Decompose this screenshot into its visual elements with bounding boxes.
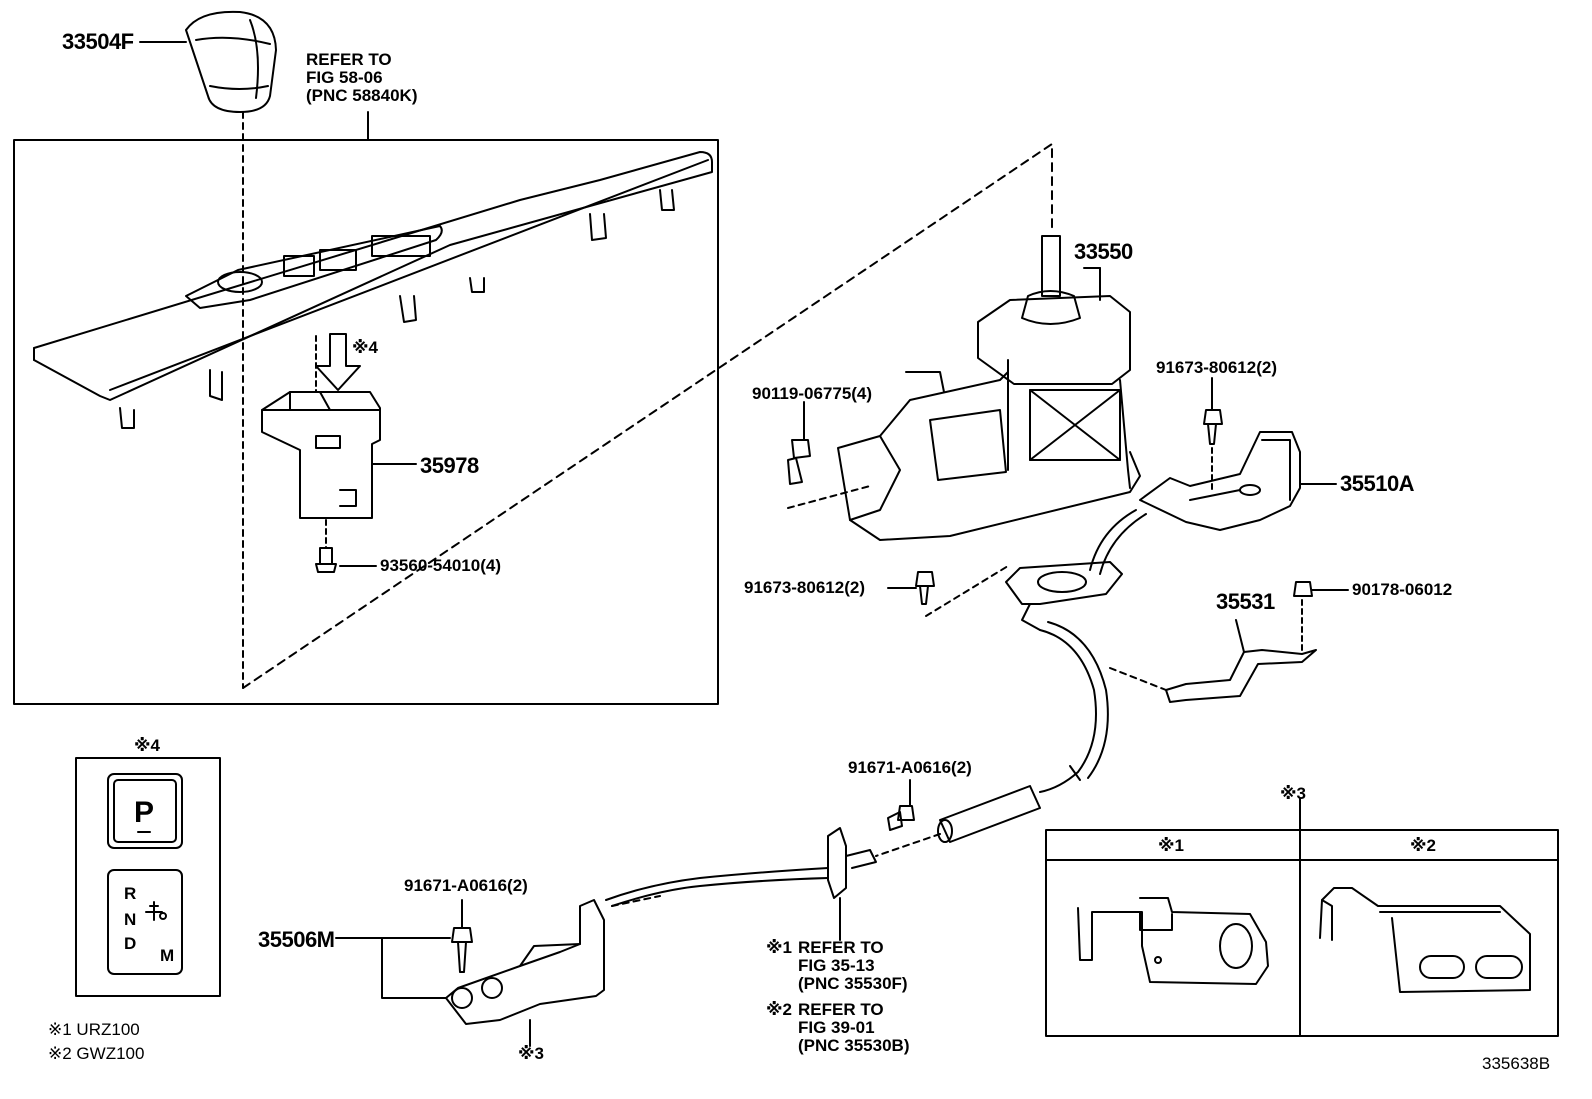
figure-id: 335638B [1482, 1054, 1551, 1073]
bolt-90119-icon[interactable] [787, 439, 811, 485]
cable-sleeve-icon[interactable] [937, 785, 1041, 843]
label-91671-upper[interactable]: 91671-A0616(2) [848, 758, 972, 777]
r-label: R [124, 884, 137, 903]
m-label: M [160, 946, 175, 965]
label-90178-06012[interactable]: 90178-06012 [1352, 580, 1453, 599]
knob-ref-line2: FIG 58-06 [306, 68, 383, 87]
switch-panel-box [75, 757, 221, 997]
bracket-urz100-icon [1077, 897, 1269, 985]
label-35506m[interactable]: 35506M [258, 927, 335, 952]
detail-box [1045, 829, 1559, 1037]
cable-bracket-icon[interactable] [827, 827, 877, 899]
cable-ref2-line1: REFER TO [798, 1000, 884, 1019]
cable-ref1-mark: ※1 [766, 938, 792, 957]
arrow-mark: ※4 [352, 338, 378, 357]
detail-col1-header: ※1 [1158, 836, 1184, 855]
cable-ref1-line3: (PNC 35530F) [798, 974, 908, 993]
label-91673-lower[interactable]: 91673-80612(2) [744, 578, 865, 597]
label-35978[interactable]: 35978 [420, 453, 479, 478]
bolt-91671-upper-icon[interactable] [887, 805, 915, 831]
bolt-91671-lower-icon[interactable] [451, 927, 473, 973]
knob-ref-line1: REFER TO [306, 50, 392, 69]
bolt-93560-icon[interactable] [315, 547, 337, 573]
cable-ref2-line2: FIG 39-01 [798, 1018, 875, 1037]
down-arrow-icon [315, 333, 361, 391]
p-button[interactable] [107, 773, 183, 849]
bracket-35510a-icon[interactable] [1139, 431, 1301, 531]
label-91671-lower[interactable]: 91671-A0616(2) [404, 876, 528, 895]
knob-ref-line3: (PNC 58840K) [306, 86, 418, 105]
bracket-35506m-icon[interactable] [445, 899, 605, 1025]
switch-box-mark: ※4 [134, 736, 160, 755]
label-33504f[interactable]: 33504F [62, 29, 134, 54]
legend-item1: ※1 URZ100 [48, 1020, 140, 1039]
bolt-91673-lower-icon[interactable] [915, 571, 935, 605]
d-label: D [124, 934, 137, 953]
label-35531[interactable]: 35531 [1216, 589, 1275, 614]
cable-plate-icon[interactable] [1005, 561, 1123, 631]
bracket-mark: ※3 [518, 1044, 544, 1063]
cable-ref2-mark: ※2 [766, 1000, 792, 1019]
shift-lever-assembly-icon[interactable] [837, 235, 1141, 541]
cable-ref1-line1: REFER TO [798, 938, 884, 957]
label-91673-upper[interactable]: 91673-80612(2) [1156, 358, 1277, 377]
label-93560-54010[interactable]: 93560-54010(4) [380, 556, 501, 575]
shift-gate-panel [107, 869, 183, 975]
detail-col2-header: ※2 [1410, 836, 1436, 855]
console-panel-icon[interactable] [33, 151, 713, 429]
n-label: N [124, 910, 137, 929]
cable-ref2-line3: (PNC 35530B) [798, 1036, 910, 1055]
nut-90178-icon[interactable] [1293, 581, 1313, 597]
detail-box-mark: ※3 [1280, 784, 1306, 803]
assembly-frame [13, 139, 719, 705]
manual-shift-icon [145, 901, 167, 921]
shift-switch-icon[interactable] [261, 391, 381, 519]
bolt-91673-upper-icon[interactable] [1203, 409, 1223, 445]
label-90119-06775[interactable]: 90119-06775(4) [752, 384, 873, 403]
shift-knob-icon[interactable] [185, 10, 277, 113]
p-label: P [134, 796, 154, 829]
cable-ref1-line2: FIG 35-13 [798, 956, 875, 975]
bracket-35531-icon[interactable] [1165, 619, 1317, 703]
label-35510a[interactable]: 35510A [1340, 471, 1415, 496]
bracket-gwz100-icon [1319, 887, 1531, 993]
legend-item2: ※2 GWZ100 [48, 1044, 145, 1063]
label-33550[interactable]: 33550 [1074, 239, 1133, 264]
